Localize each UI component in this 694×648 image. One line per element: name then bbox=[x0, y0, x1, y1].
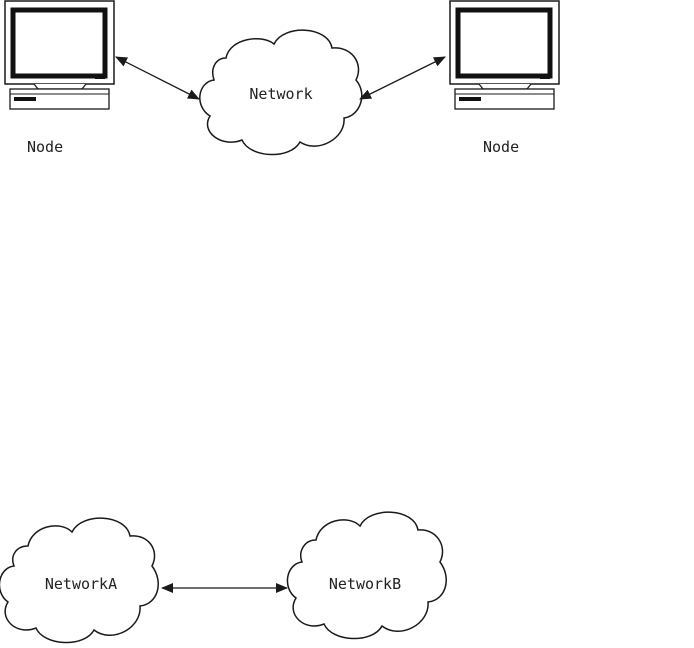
network-b-label: NetworkB bbox=[329, 575, 401, 593]
link-left-node-network bbox=[116, 57, 199, 99]
right-node-label: Node bbox=[483, 138, 519, 156]
network-a-cloud: NetworkA bbox=[0, 518, 158, 642]
right-node: Node bbox=[450, 1, 559, 156]
network-a-label: NetworkA bbox=[45, 575, 117, 593]
computer-icon bbox=[450, 1, 559, 109]
network-label: Network bbox=[249, 85, 312, 103]
network-cloud: Network bbox=[200, 30, 362, 154]
left-node-label: Node bbox=[27, 138, 63, 156]
link-network-right-node bbox=[360, 57, 445, 99]
left-node: Node bbox=[5, 1, 114, 156]
computer-icon bbox=[5, 1, 114, 109]
network-b-cloud: NetworkB bbox=[287, 512, 446, 638]
